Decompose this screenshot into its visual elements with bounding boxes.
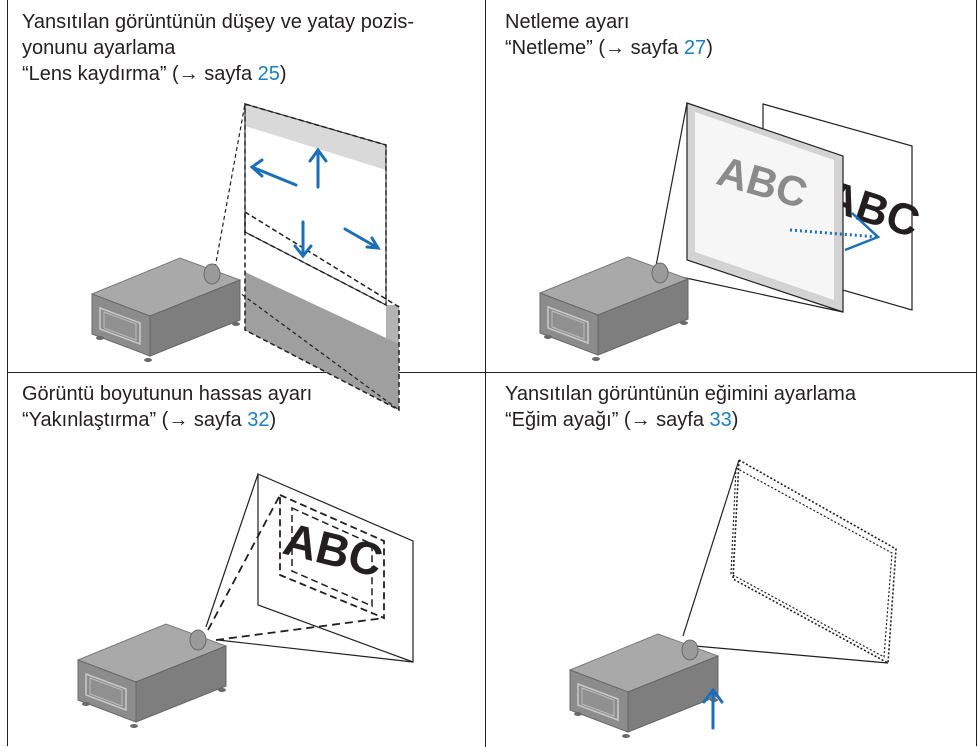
panel-title: Netleme ayarı: [505, 11, 630, 33]
page-link[interactable]: 25: [257, 63, 280, 85]
page-link[interactable]: 32: [247, 409, 270, 431]
panel-title-cont: yonunu ayarlama: [22, 37, 176, 59]
focus-illustration: ABC ABC: [539, 102, 925, 362]
horizontal-divider: [7, 372, 977, 373]
lens-shift-illustration: [91, 103, 400, 412]
panel-zoom-caption: Görüntü boyutunun hassas ayarı “Yakınlaş…: [22, 381, 312, 433]
page-reference: “Netleme” (→ sayfa 27): [505, 37, 713, 59]
panel-title: Yansıtılan görüntünün eğimini ayarlama: [505, 383, 856, 405]
panel-focus-caption: Netleme ayarı “Netleme” (→ sayfa 27): [505, 9, 713, 61]
page-reference: “Yakınlaştırma” (→ sayfa 32): [22, 409, 277, 431]
zoom-illustration: ABC: [77, 473, 414, 729]
tilt-illustration: [569, 458, 897, 739]
page-reference: “Eğim ayağı” (→ sayfa 33): [505, 409, 739, 431]
page-reference: “Lens kaydırma” (→ sayfa 25): [22, 63, 287, 85]
panel-tilt-caption: Yansıtılan görüntünün eğimini ayarlama “…: [505, 381, 856, 433]
panel-lens-shift-caption: Yansıtılan görüntünün düşey ve yatay poz…: [22, 9, 414, 87]
vertical-divider: [485, 0, 486, 747]
panel-title: Görüntü boyutunun hassas ayarı: [22, 383, 313, 405]
page-link[interactable]: 27: [683, 37, 707, 59]
page-link[interactable]: 33: [709, 409, 732, 431]
panel-title: Yansıtılan görüntünün düşey ve yatay poz…: [22, 11, 415, 33]
panel-grid: [7, 0, 977, 746]
up-arrow-icon: [702, 687, 724, 730]
